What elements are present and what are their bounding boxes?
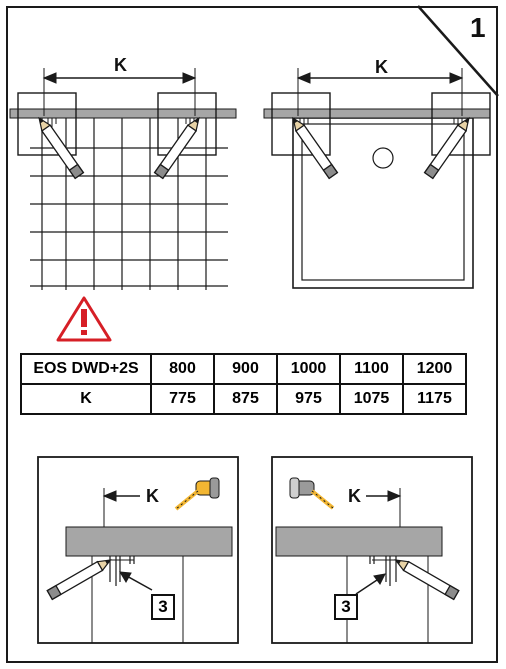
table-cell: 1200	[402, 353, 467, 385]
size-table: EOS DWD+2S 800 900 1000 1100 1200 K 775 …	[20, 353, 467, 415]
pencil-icon	[46, 559, 112, 601]
table-cell: 975	[276, 383, 341, 415]
pencil-icon	[38, 116, 85, 180]
table-row: K 775 875 975 1075 1175	[20, 383, 467, 415]
dimension-label-k: K	[146, 486, 159, 506]
table-cell: 900	[213, 353, 278, 385]
table-cell: 1000	[276, 353, 341, 385]
dimension-label-k: K	[348, 486, 361, 506]
dimension-label-k: K	[375, 57, 388, 77]
tape-measure-icon	[289, 477, 335, 510]
table-row-label: K	[20, 383, 152, 415]
table-cell: 800	[150, 353, 215, 385]
detail-callout-3: 3	[151, 594, 175, 620]
step-number: 1	[470, 12, 486, 43]
step-corner	[417, 5, 499, 97]
detail-left	[37, 456, 239, 644]
pencil-icon	[292, 116, 339, 180]
table-cell: 775	[150, 383, 215, 415]
pencil-icon	[423, 116, 470, 180]
warning-icon	[56, 296, 112, 342]
table-cell: 1100	[339, 353, 404, 385]
dimension-label-k: K	[114, 55, 127, 75]
table-cell: 1175	[402, 383, 467, 415]
table-row: EOS DWD+2S 800 900 1000 1100 1200	[20, 353, 467, 385]
table-header-model: EOS DWD+2S	[20, 353, 152, 385]
pencil-icon	[153, 116, 200, 180]
detail-callout-3: 3	[334, 594, 358, 620]
page-frame	[6, 6, 498, 663]
tiled-wall-diagram	[9, 68, 237, 290]
shower-drain-icon	[372, 147, 394, 169]
table-cell: 875	[213, 383, 278, 415]
tape-measure-icon	[174, 477, 220, 511]
table-cell: 1075	[339, 383, 404, 415]
pencil-icon	[394, 559, 460, 601]
shower-tray-diagram	[263, 68, 491, 289]
